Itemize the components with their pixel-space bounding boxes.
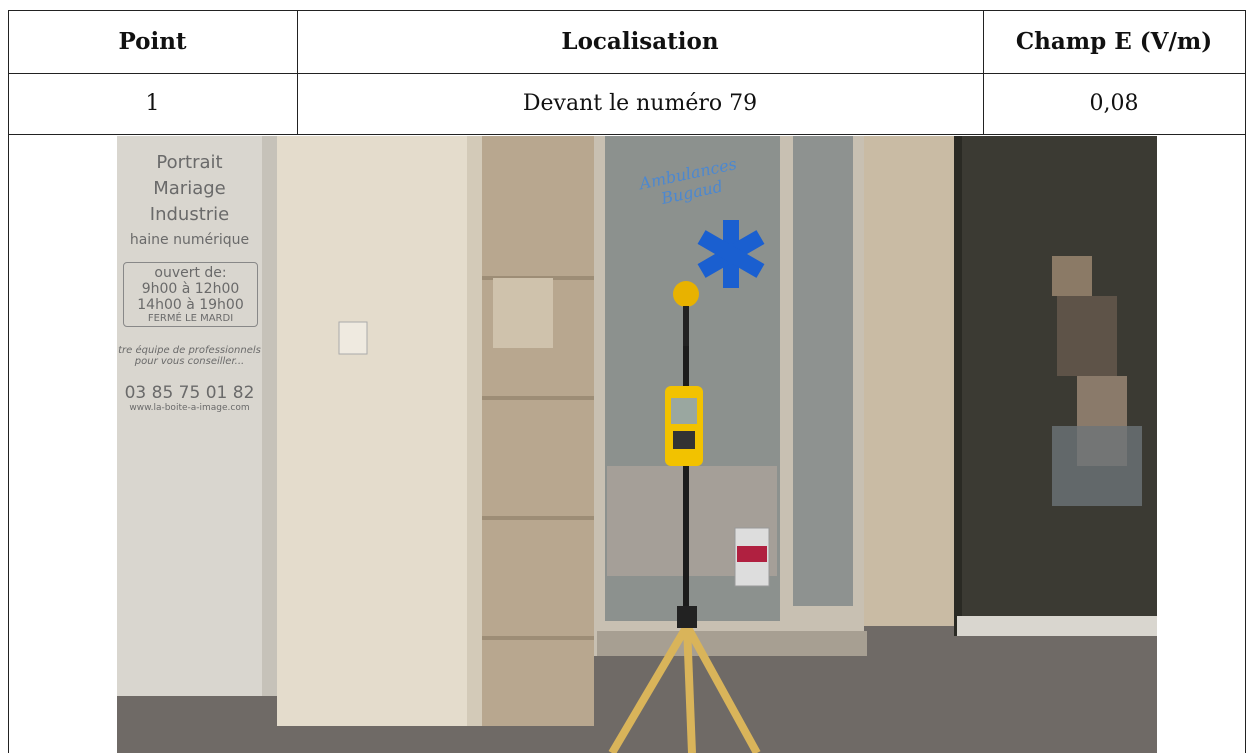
sign-tagline-1: tre équipe de professionnels <box>118 345 261 356</box>
sign-service-4: haine numérique <box>129 232 250 248</box>
sign-service-2: Mariage <box>153 178 226 199</box>
table-left-border <box>8 10 9 753</box>
table-right-border <box>1245 10 1246 753</box>
header-localisation: Localisation <box>561 28 719 55</box>
header-champ-e: Champ E (V/m) <box>1015 28 1213 55</box>
sign-hours-1: 9h00 à 12h00 <box>141 281 240 297</box>
table-top-rule <box>8 10 1246 11</box>
header-point: Point <box>118 28 187 55</box>
measurement-table: Point Localisation Champ E (V/m) 1 Devan… <box>8 10 1246 753</box>
sign-closed: FERMÉ LE MARDI <box>147 313 234 324</box>
sign-phone: 03 85 75 01 82 <box>124 383 255 403</box>
street-scene-image <box>117 136 1157 753</box>
sign-hours-box: ouvert de: 9h00 à 12h00 14h00 à 19h00 FE… <box>123 262 258 327</box>
measurement-photo: Portrait Mariage Industrie haine numériq… <box>117 136 1157 753</box>
field-meter-icon <box>665 386 703 466</box>
sign-tagline-2: pour vous conseiller... <box>134 356 245 367</box>
sign-hours-title: ouvert de: <box>154 265 227 281</box>
star-of-life-icon <box>697 220 765 288</box>
sign-hours-2: 14h00 à 19h00 <box>137 297 244 313</box>
sign-service-3: Industrie <box>149 204 230 225</box>
cell-localisation: Devant le numéro 79 <box>522 91 758 116</box>
sign-service-1: Portrait <box>156 152 223 173</box>
isotropic-probe-icon <box>673 281 699 346</box>
cell-champ-e: 0,08 <box>1089 91 1139 116</box>
table-header-rule <box>8 73 1246 74</box>
sign-website: www.la-boite-a-image.com <box>129 403 250 413</box>
tripod-icon <box>608 606 761 753</box>
shop-sign: Portrait Mariage Industrie haine numériq… <box>117 150 262 413</box>
cell-point: 1 <box>145 91 160 116</box>
table-col-divider-1 <box>297 10 298 134</box>
table-col-divider-2 <box>983 10 984 134</box>
table-row-rule <box>8 134 1246 135</box>
